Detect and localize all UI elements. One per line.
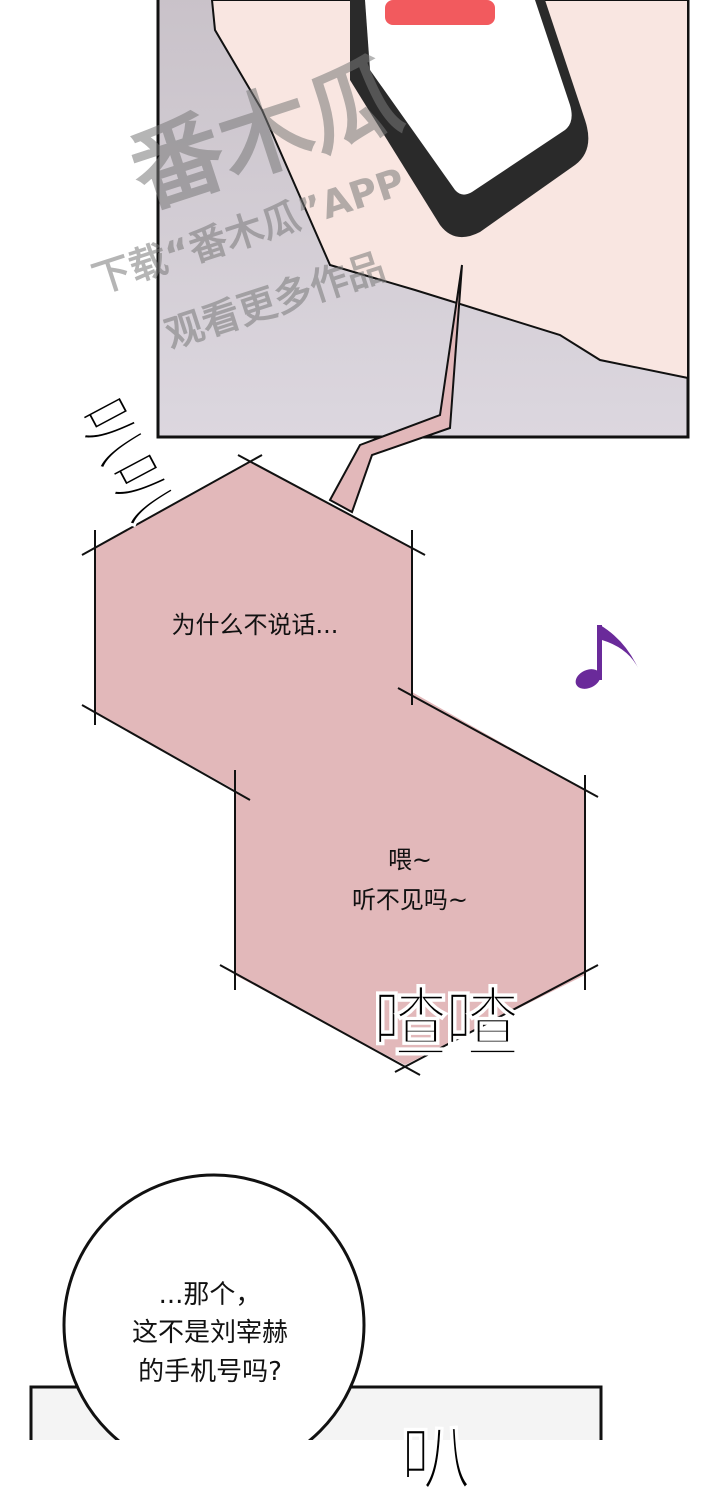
sfx-bottom: 叭 [399,1417,473,1502]
hex-bubbles [81,454,599,1076]
sfx-chatter: 喳喳 [372,979,521,1069]
hex-bottom-text-2: 听不见吗~ [351,886,469,914]
music-note-icon [575,625,638,689]
round-text-2: 这不是刘宰赫 [131,1318,288,1348]
hex-top-text: 为什么不说话... [171,611,339,639]
round-text-3: 的手机号吗? [138,1357,282,1387]
hex-bottom-text-1: 喂~ [387,846,433,874]
round-bubble [62,1173,366,1440]
phone [350,0,589,238]
comic-artwork [29,0,690,1440]
round-text-1: ...那个， [158,1280,262,1310]
top-panel [156,0,690,514]
